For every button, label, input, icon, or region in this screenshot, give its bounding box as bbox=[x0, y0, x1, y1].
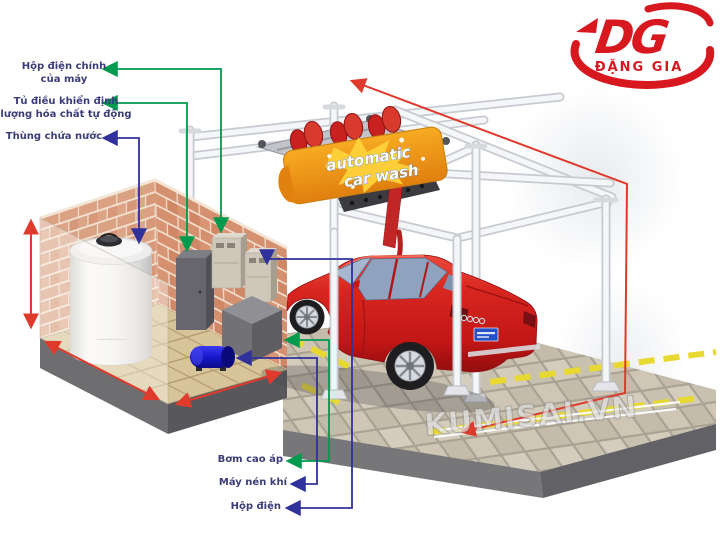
gantry-span-dimension bbox=[349, 78, 629, 437]
slab-side-left bbox=[283, 430, 543, 498]
brand-logo: DG ĐẶNG GIA bbox=[560, 2, 718, 94]
equipment-room bbox=[39, 178, 288, 434]
callout-electric-box: Hộp điện bbox=[230, 501, 281, 512]
dosing-control-cabinet bbox=[176, 250, 214, 330]
callout-water-tank: Thùng chứa nước bbox=[5, 131, 102, 142]
rear-wheel bbox=[386, 342, 434, 390]
bumper-trim bbox=[468, 344, 540, 357]
callout-main-electric-box: Hộp điện chính của máy bbox=[14, 60, 114, 86]
leader-water-tank bbox=[101, 129, 148, 245]
callout-text: của máy bbox=[40, 74, 88, 85]
callout-high-pressure-pump: Bơm cao áp bbox=[217, 454, 283, 465]
post-foot bbox=[591, 381, 621, 392]
leader-lines bbox=[101, 60, 353, 517]
logo-monogram: DG bbox=[592, 10, 670, 64]
electric-box bbox=[244, 248, 277, 303]
taillight-right bbox=[523, 311, 536, 328]
main-electric-box bbox=[211, 233, 247, 289]
callout-text: lượng hóa chất tự động bbox=[0, 109, 132, 120]
logo-name: ĐẶNG GIA bbox=[594, 60, 684, 75]
callout-dosing-cabinet: Tủ điều khiển định lượng hóa chất tự độn… bbox=[0, 95, 134, 121]
callout-text: Tủ điều khiển định bbox=[13, 96, 119, 107]
floor-depth-dimension bbox=[43, 340, 161, 401]
leader-dosing-cabinet bbox=[101, 94, 196, 253]
leader-electric-box bbox=[258, 249, 353, 517]
slab-side-right bbox=[540, 424, 716, 498]
callout-text: Hộp điện chính bbox=[21, 61, 107, 72]
callout-air-compressor: Máy nén khí bbox=[218, 477, 287, 488]
logo-swoosh bbox=[570, 2, 715, 89]
license-plate bbox=[473, 327, 499, 342]
logo-arrow-icon bbox=[576, 18, 598, 33]
air-compressor bbox=[190, 346, 235, 371]
leader-high-pressure-pump bbox=[283, 331, 330, 470]
leader-main-electric-box bbox=[101, 60, 230, 234]
front-wheel bbox=[289, 299, 325, 335]
